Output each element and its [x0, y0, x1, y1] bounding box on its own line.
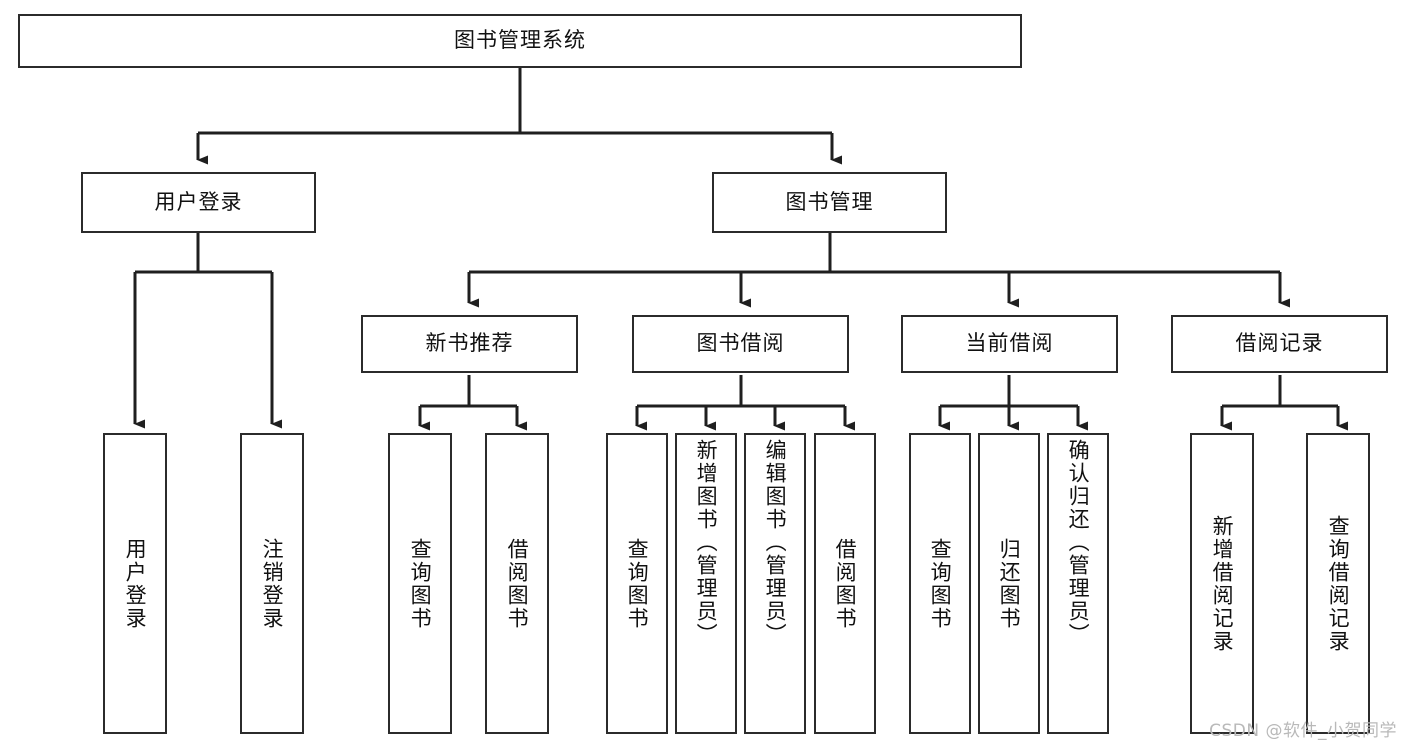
node-new-book-recommend[interactable]: 新书推荐: [361, 315, 578, 373]
node-leaf-query-book-3[interactable]: 查询图书: [909, 433, 971, 734]
watermark-text: CSDN @软件_小贺同学: [1209, 721, 1397, 741]
node-leaf-borrow-book-2-label: 借阅图书: [833, 537, 858, 630]
node-leaf-edit-book-label: 编辑图书（管理员）: [763, 439, 788, 646]
node-book-manage-label: 图书管理: [785, 189, 874, 214]
node-root-label: 图书管理系统: [454, 28, 586, 53]
node-leaf-user-login[interactable]: 用户登录: [103, 433, 167, 734]
node-book-manage[interactable]: 图书管理: [712, 172, 947, 233]
node-leaf-edit-book[interactable]: 编辑图书（管理员）: [744, 433, 806, 734]
node-leaf-return-book[interactable]: 归还图书: [978, 433, 1040, 734]
node-leaf-query-record-label: 查询借阅记录: [1326, 514, 1351, 653]
node-leaf-query-book-3-label: 查询图书: [928, 537, 953, 630]
node-leaf-query-book-2[interactable]: 查询图书: [606, 433, 668, 734]
node-book-borrow[interactable]: 图书借阅: [632, 315, 849, 373]
node-leaf-user-logout-label: 注销登录: [260, 537, 285, 630]
node-leaf-confirm-return[interactable]: 确认归还（管理员）: [1047, 433, 1109, 734]
node-current-borrow[interactable]: 当前借阅: [901, 315, 1118, 373]
node-leaf-query-book-2-label: 查询图书: [625, 537, 650, 630]
node-leaf-user-logout[interactable]: 注销登录: [240, 433, 304, 734]
node-new-book-recommend-label: 新书推荐: [425, 331, 514, 356]
node-leaf-borrow-book-1-label: 借阅图书: [505, 537, 530, 630]
node-book-borrow-label: 图书借阅: [696, 331, 785, 356]
node-leaf-borrow-book-2[interactable]: 借阅图书: [814, 433, 876, 734]
node-leaf-add-record-label: 新增借阅记录: [1210, 514, 1235, 653]
node-borrow-record[interactable]: 借阅记录: [1171, 315, 1388, 373]
node-leaf-borrow-book-1[interactable]: 借阅图书: [485, 433, 549, 734]
node-leaf-confirm-return-label: 确认归还（管理员）: [1066, 439, 1091, 646]
node-current-borrow-label: 当前借阅: [965, 331, 1054, 356]
node-user-login-label: 用户登录: [154, 189, 243, 214]
node-leaf-user-login-label: 用户登录: [123, 537, 148, 630]
node-user-login[interactable]: 用户登录: [81, 172, 316, 233]
node-borrow-record-label: 借阅记录: [1235, 331, 1324, 356]
node-leaf-add-book-label: 新增图书（管理员）: [694, 439, 719, 646]
node-leaf-query-book-1[interactable]: 查询图书: [388, 433, 452, 734]
node-leaf-query-record[interactable]: 查询借阅记录: [1306, 433, 1370, 734]
node-leaf-return-book-label: 归还图书: [997, 537, 1022, 630]
node-leaf-add-record[interactable]: 新增借阅记录: [1190, 433, 1254, 734]
node-leaf-query-book-1-label: 查询图书: [408, 537, 433, 630]
node-root[interactable]: 图书管理系统: [18, 14, 1022, 68]
node-leaf-add-book[interactable]: 新增图书（管理员）: [675, 433, 737, 734]
